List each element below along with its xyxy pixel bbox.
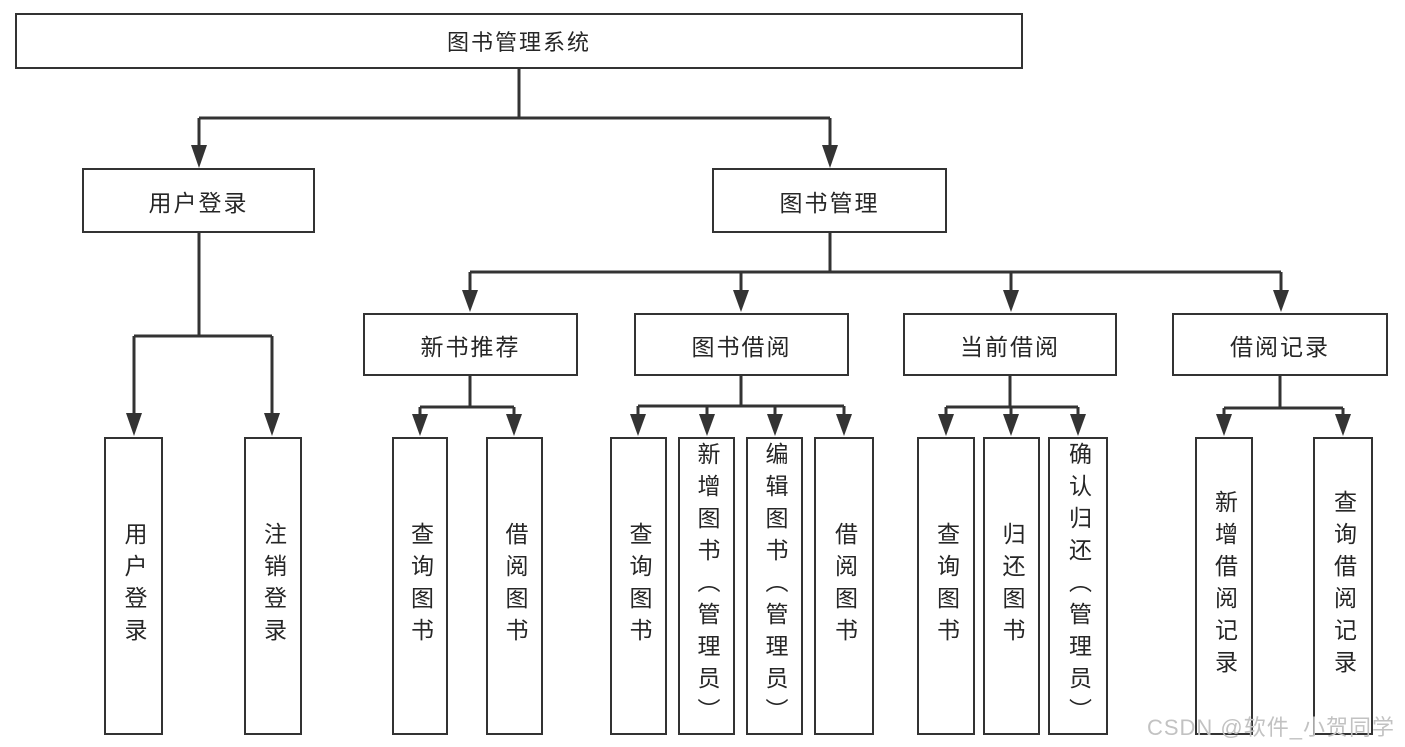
node-label: 用户登录 — [121, 522, 147, 650]
arrowhead — [1003, 414, 1019, 436]
edge-new-book-recommend-to-leaves — [418, 376, 516, 415]
node-label: 归还图书 — [999, 522, 1025, 650]
arrowhead — [191, 145, 207, 168]
node-label: 用户登录 — [148, 189, 249, 216]
node-label: 注销登录 — [260, 522, 287, 650]
arrowheads — [126, 145, 1351, 436]
node-user-login: 用户登录 — [82, 168, 315, 233]
node-label: 借阅图书 — [831, 522, 858, 650]
node-label: 图书管理 — [779, 189, 880, 216]
leaf-query-books-3: 查询图书 — [917, 437, 975, 735]
leaf-edit-books-admin: 编辑图书（管理员） — [746, 437, 803, 735]
edge-user-login-to-leaves — [132, 233, 274, 414]
leaf-logout: 注销登录 — [244, 437, 302, 735]
edge-current-borrowing-to-leaves — [944, 376, 1080, 415]
arrowhead — [1003, 290, 1019, 312]
node-label: 新增图书（管理员） — [694, 442, 720, 730]
leaf-borrow-books-2: 借阅图书 — [814, 437, 874, 735]
node-book-borrowing: 图书借阅 — [634, 313, 849, 376]
leaf-query-borrow-record: 查询借阅记录 — [1313, 437, 1373, 735]
leaf-borrow-books-1: 借阅图书 — [486, 437, 543, 735]
arrowhead — [938, 414, 954, 436]
arrowhead — [1273, 290, 1289, 312]
arrowhead — [506, 414, 522, 436]
arrowhead — [412, 414, 428, 436]
node-label: 查询图书 — [933, 522, 960, 650]
arrowhead — [1335, 414, 1351, 436]
arrowhead — [767, 414, 783, 436]
csdn-watermark: CSDN @软件_小贺同学 — [1146, 715, 1395, 740]
leaf-user-login: 用户登录 — [104, 437, 163, 735]
node-label: 查询图书 — [407, 522, 434, 650]
arrowhead — [699, 414, 715, 436]
leaf-confirm-return-admin: 确认归还（管理员） — [1048, 437, 1108, 735]
node-label: 图书管理系统 — [446, 30, 591, 55]
leaf-add-books-admin: 新增图书（管理员） — [678, 437, 735, 735]
node-label: 借阅图书 — [502, 522, 528, 650]
node-label: 查询图书 — [626, 522, 652, 650]
arrowhead — [836, 414, 852, 436]
node-current-borrowing: 当前借阅 — [903, 313, 1117, 376]
leaf-query-books-2: 查询图书 — [610, 437, 667, 735]
node-library-management-system: 图书管理系统 — [15, 13, 1023, 69]
arrowhead — [1216, 414, 1232, 436]
node-label: 编辑图书（管理员） — [762, 442, 788, 730]
edge-book-management-to-level3 — [468, 233, 1283, 291]
leaf-return-books: 归还图书 — [983, 437, 1040, 735]
arrowhead — [733, 290, 749, 312]
arrowhead — [822, 145, 838, 168]
leaf-query-books-1: 查询图书 — [392, 437, 448, 735]
node-label: 新增借阅记录 — [1211, 490, 1238, 682]
node-borrowing-records: 借阅记录 — [1172, 313, 1388, 376]
edge-book-borrowing-to-leaves — [636, 376, 846, 415]
node-label: 借阅记录 — [1230, 333, 1330, 360]
arrowhead — [630, 414, 646, 436]
arrowhead — [462, 290, 478, 312]
arrowhead — [264, 413, 280, 436]
edge-borrowing-records-to-leaves — [1222, 376, 1345, 415]
node-label: 查询借阅记录 — [1330, 490, 1357, 682]
leaf-add-borrow-record: 新增借阅记录 — [1195, 437, 1253, 735]
node-label: 图书借阅 — [691, 333, 792, 360]
arrowhead — [1070, 414, 1086, 436]
node-label: 当前借阅 — [960, 333, 1060, 360]
node-new-book-recommend: 新书推荐 — [363, 313, 578, 376]
edge-root-to-level2 — [197, 69, 832, 146]
node-label: 新书推荐 — [420, 333, 521, 360]
arrowhead — [126, 413, 142, 436]
node-label: 确认归还（管理员） — [1065, 442, 1092, 730]
node-book-management: 图书管理 — [712, 168, 947, 233]
